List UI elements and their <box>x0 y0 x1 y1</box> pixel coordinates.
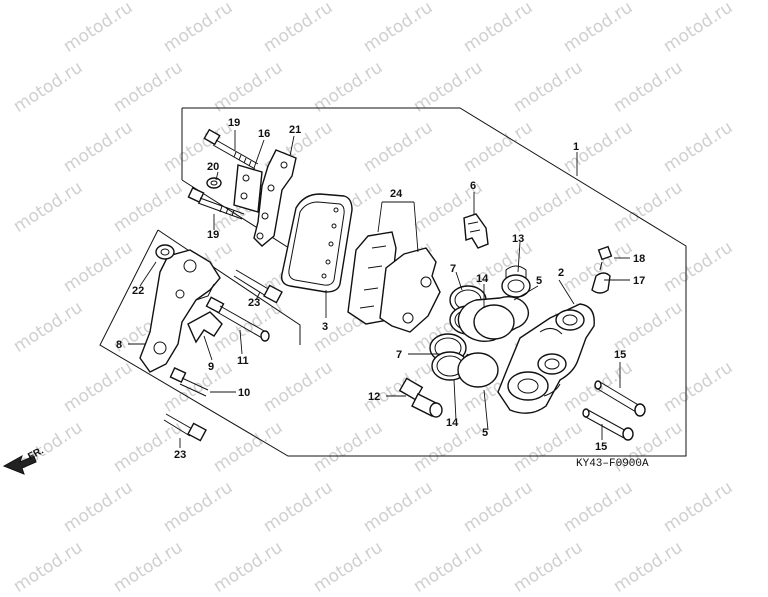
caliper-body-2 <box>497 303 595 414</box>
callout-3: 3 <box>322 321 328 333</box>
bleeder-cap-18 <box>597 245 613 261</box>
callout-19-lower: 19 <box>207 229 219 241</box>
callout-19-upper: 19 <box>228 117 240 129</box>
pad-spring-clip-6 <box>463 213 489 249</box>
washer-22 <box>155 244 175 260</box>
callout-13: 13 <box>512 233 524 245</box>
callout-18: 18 <box>633 253 645 265</box>
dust-seal-13 <box>501 265 531 298</box>
callout-8: 8 <box>116 339 122 351</box>
callout-7-lower: 7 <box>396 349 402 361</box>
front-direction-arrow: FR. <box>2 445 46 475</box>
piston-seal-7-lower <box>429 333 469 381</box>
front-label: FR. <box>26 445 46 462</box>
bolt-23-upper <box>233 269 283 304</box>
callout-16: 16 <box>258 128 270 140</box>
leader-lines <box>128 130 630 448</box>
callout-20: 20 <box>207 161 219 173</box>
diagram-code: KY43–F0900A <box>576 458 649 470</box>
callout-21: 21 <box>289 124 301 136</box>
piston-5-upper <box>457 296 530 342</box>
bracket-pin-11 <box>205 296 270 342</box>
callout-9: 9 <box>208 361 214 373</box>
callout-14-lower: 14 <box>446 417 459 429</box>
pad-insulator-3 <box>280 193 353 293</box>
callout-6: 6 <box>470 180 476 192</box>
bolt-19-upper <box>203 128 259 170</box>
shim-21 <box>253 149 297 247</box>
caliper-pin-15-lower <box>582 408 634 441</box>
callout-15-upper: 15 <box>614 349 626 361</box>
callout-10: 10 <box>238 387 250 399</box>
callout-5-upper: 5 <box>536 275 542 287</box>
callout-2: 2 <box>558 267 564 279</box>
caliper-pin-15-upper <box>594 380 646 417</box>
callout-24: 24 <box>390 188 403 200</box>
callout-17: 17 <box>633 275 645 287</box>
pad-retainer-9 <box>187 311 223 344</box>
callout-23-upper: 23 <box>248 297 260 309</box>
bolt-10 <box>169 367 209 397</box>
callout-23-lower: 23 <box>174 449 186 461</box>
callout-14-upper: 14 <box>476 273 489 285</box>
bleeder-valve-17 <box>591 261 611 294</box>
washer-20 <box>206 177 222 189</box>
callout-12: 12 <box>368 391 380 403</box>
pad-retainer-plate-16 <box>233 164 263 213</box>
brake-pad-set-24 <box>347 231 441 333</box>
callout-15-lower: 15 <box>595 441 607 453</box>
bolt-23-lower <box>163 413 207 442</box>
callout-1: 1 <box>573 141 579 153</box>
callout-labels: 1 19 16 21 20 19 24 6 13 18 17 7 14 5 2 … <box>116 117 645 461</box>
callout-7-upper: 7 <box>450 263 456 275</box>
callout-22: 22 <box>132 285 144 297</box>
caliper-bracket-8 <box>139 249 221 373</box>
callout-11: 11 <box>237 355 249 367</box>
piston-5-lower <box>457 352 499 388</box>
pad-pin-12 <box>398 377 443 418</box>
bolt-19-lower <box>187 187 245 220</box>
callout-5-lower: 5 <box>482 427 488 439</box>
brake-caliper-parts-diagram: FR. 1 19 16 21 <box>2 107 687 475</box>
